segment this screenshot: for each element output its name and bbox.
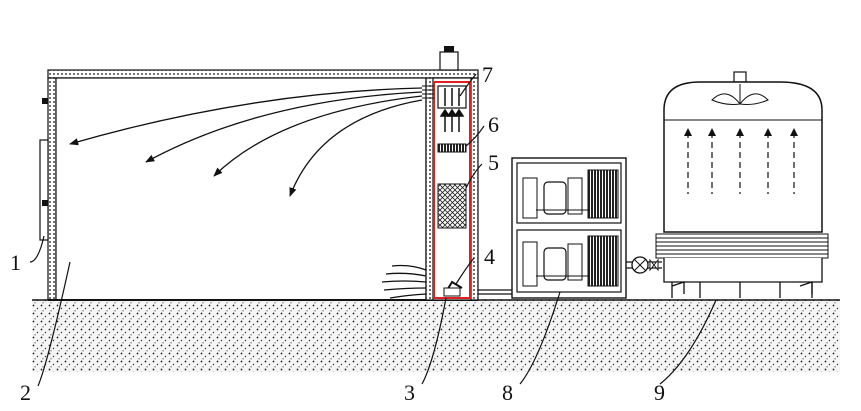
leader-lines — [29, 73, 717, 387]
label-4: 4 — [484, 244, 495, 269]
label-1: 1 — [10, 250, 21, 275]
label-5: 5 — [488, 150, 499, 175]
label-2: 2 — [20, 380, 31, 405]
label-7: 7 — [482, 62, 493, 87]
unit-frame-highlight — [433, 81, 471, 299]
top-motor — [439, 51, 459, 71]
ground — [32, 299, 840, 372]
label-6: 6 — [488, 112, 499, 137]
label-9: 9 — [654, 380, 665, 405]
tower-basin-bands — [655, 233, 829, 259]
tower-spray-lines — [687, 132, 795, 194]
label-8: 8 — [502, 380, 513, 405]
condensing-units-8 — [511, 157, 627, 299]
tower-fan-icon — [711, 84, 769, 105]
door-hinge-top — [42, 98, 48, 104]
filter-6 — [437, 143, 467, 153]
door — [39, 139, 49, 241]
cooling-tower-9 — [655, 71, 829, 298]
airflow-arrows — [69, 87, 423, 197]
storage-container — [39, 69, 479, 301]
air-handling-unit — [381, 46, 479, 301]
evaporator-5 — [437, 183, 467, 229]
air-inlet-louvers — [381, 264, 427, 299]
water-pipe-valve — [626, 256, 662, 274]
door-hinge-bottom — [42, 200, 48, 206]
valve-icon — [649, 258, 659, 272]
label-3: 3 — [404, 380, 415, 405]
outlet-vents — [422, 85, 434, 99]
tower-legs — [671, 281, 813, 298]
